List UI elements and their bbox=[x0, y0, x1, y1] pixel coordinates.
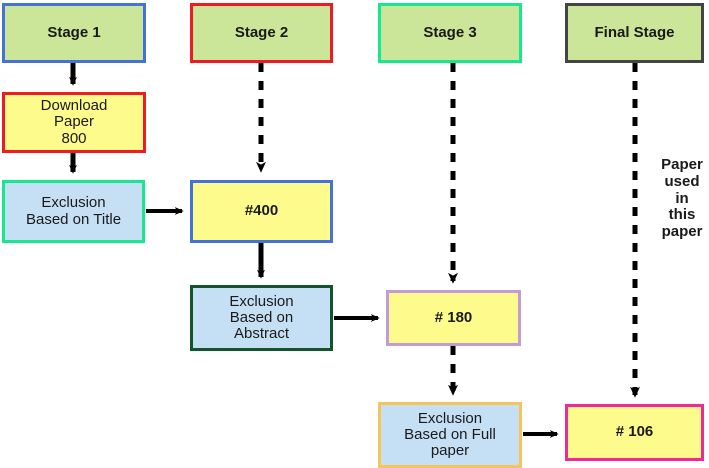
node-exclusion-abstract[interactable]: Exclusion Based on Abstract bbox=[190, 285, 333, 351]
node-exclusion-abstract-label: Exclusion Based on Abstract bbox=[229, 292, 294, 343]
node-stage-2[interactable]: Stage 2 bbox=[190, 3, 333, 63]
node-final-stage-label: Final Stage bbox=[594, 23, 675, 41]
node-download-paper[interactable]: Download Paper 800 bbox=[2, 92, 146, 153]
node-exclusion-title-label: Exclusion Based on Title bbox=[25, 194, 122, 228]
node-count-180[interactable]: # 180 bbox=[386, 290, 521, 346]
node-count-400-label: #400 bbox=[244, 202, 279, 220]
node-exclusion-title[interactable]: Exclusion Based on Title bbox=[2, 180, 145, 243]
annotation-paper-used: Paper used in this paper bbox=[661, 156, 703, 241]
node-count-106-label: # 106 bbox=[615, 423, 654, 441]
node-stage-3[interactable]: Stage 3 bbox=[378, 3, 522, 63]
node-stage-3-label: Stage 3 bbox=[423, 23, 477, 41]
node-stage-1-label: Stage 1 bbox=[47, 23, 101, 41]
node-stage-2-label: Stage 2 bbox=[234, 23, 289, 41]
node-download-paper-label: Download Paper 800 bbox=[40, 97, 108, 147]
node-count-106[interactable]: # 106 bbox=[565, 404, 704, 461]
node-final-stage[interactable]: Final Stage bbox=[565, 3, 704, 63]
node-exclusion-full-paper[interactable]: Exclusion Based on Full paper bbox=[378, 402, 522, 468]
node-exclusion-full-paper-label: Exclusion Based on Full paper bbox=[404, 409, 496, 460]
node-stage-1[interactable]: Stage 1 bbox=[2, 3, 146, 63]
node-count-180-label: # 180 bbox=[434, 308, 473, 326]
node-count-400[interactable]: #400 bbox=[190, 180, 333, 243]
